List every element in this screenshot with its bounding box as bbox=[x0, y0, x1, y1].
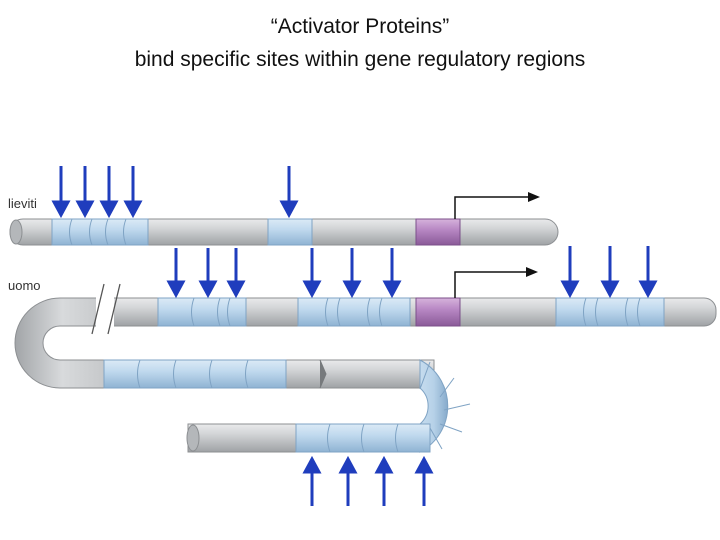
right-loop-segment-lines bbox=[419, 361, 471, 450]
human-transcription-arrowhead bbox=[526, 267, 538, 277]
human-dna-left-loop bbox=[14, 297, 111, 389]
slide-title-line-2: bind specific sites within gene regulato… bbox=[134, 48, 586, 71]
yeast-label: lieviti bbox=[8, 196, 37, 211]
human-label: uomo bbox=[8, 278, 41, 293]
yeast-binding-site-2 bbox=[267, 218, 313, 246]
human-activator-arrows-top bbox=[166, 246, 658, 299]
yeast-binding-site-cluster bbox=[51, 218, 149, 246]
human-promoter bbox=[415, 297, 461, 327]
human-activator-arrows-bottom bbox=[302, 455, 434, 506]
human-binding-site-cluster-2 bbox=[297, 297, 411, 327]
human-binding-site-cluster-1 bbox=[157, 297, 247, 327]
human-dna-strand-bottom bbox=[186, 423, 431, 453]
yeast-activator-arrows bbox=[51, 166, 299, 219]
yeast-transcription-arrowhead bbox=[528, 192, 540, 202]
yeast-transcription-start-arrow bbox=[454, 196, 530, 219]
human-binding-site-cluster-3 bbox=[555, 297, 665, 327]
human-transcription-start-arrow bbox=[454, 271, 528, 298]
yeast-promoter bbox=[415, 218, 461, 246]
human-dna-strand-middle bbox=[103, 359, 435, 389]
slide-title-line-1: “Activator Proteins” bbox=[270, 15, 450, 38]
human-dna-break-mark bbox=[91, 283, 121, 335]
